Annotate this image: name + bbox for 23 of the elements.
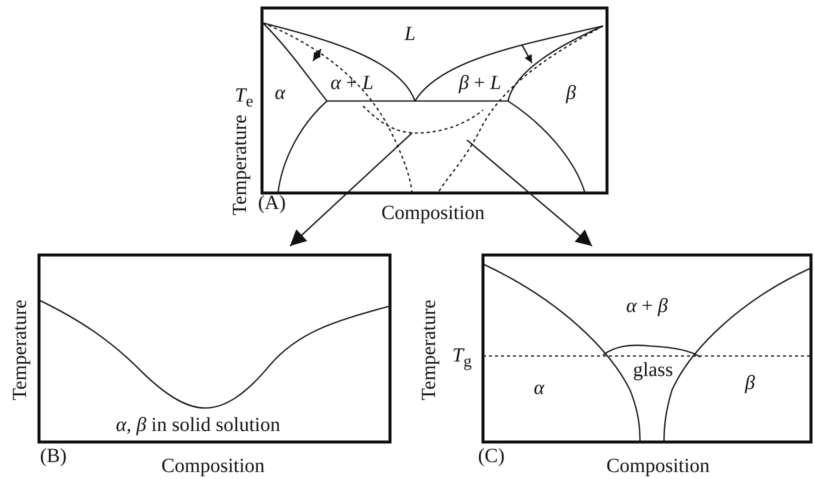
region-label: β [566, 83, 576, 103]
region-label: β + L [458, 73, 502, 93]
panel-label: (B) [40, 446, 67, 466]
region-label: L [404, 24, 416, 44]
arrow [466, 140, 592, 246]
axis-title: Composition [161, 456, 265, 476]
axis-title: Temperature [230, 114, 250, 216]
arrow [290, 132, 412, 246]
panel-label: (A) [258, 193, 286, 213]
axis-title: Temperature [10, 300, 30, 400]
panel-label: (C) [478, 446, 505, 466]
temperature-mark: T$_{g}$ [452, 346, 472, 370]
axis-title: Composition [381, 203, 485, 223]
region-label: β [745, 373, 755, 393]
region-label: glass [633, 360, 673, 380]
region-label: α, β in solid solution [116, 415, 280, 435]
region-label: α + β [626, 296, 668, 316]
axis-title: Temperature [419, 300, 439, 400]
region-label: α [534, 378, 544, 398]
region-label: α [274, 83, 286, 103]
axis-title: Composition [606, 456, 710, 476]
region-label: α + L [330, 73, 374, 93]
temperature-mark: T$_{e}$ [234, 86, 254, 110]
